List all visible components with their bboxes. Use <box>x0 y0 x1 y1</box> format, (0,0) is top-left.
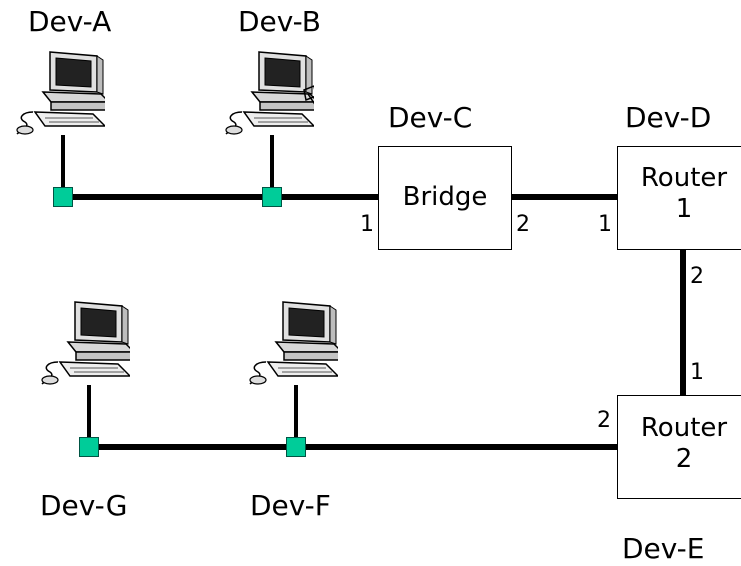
bridge-router1-wire <box>512 194 618 200</box>
bridge-port-1: 1 <box>360 212 374 237</box>
connector-node-dev-a <box>53 187 73 207</box>
connector-node-dev-b <box>262 187 282 207</box>
router-1-label-line2: 1 <box>675 194 693 225</box>
bridge-box <box>378 146 512 250</box>
device-label-dev-c: Dev-C <box>388 101 473 134</box>
device-label-dev-b: Dev-B <box>238 5 321 38</box>
device-label-dev-g: Dev-G <box>40 489 128 522</box>
dev-f-drop-wire <box>294 385 298 445</box>
bridge-label: Bridge <box>402 182 488 212</box>
lan-bottom-wire <box>88 444 618 450</box>
router-2-label: Router 2 <box>617 413 741 475</box>
lan-top-wire <box>62 194 378 200</box>
router-1-label-line1: Router <box>640 163 728 193</box>
dev-b-drop-wire <box>270 135 274 195</box>
device-label-dev-e: Dev-E <box>622 532 705 565</box>
connector-node-dev-g <box>79 437 99 457</box>
connector-node-dev-f <box>286 437 306 457</box>
dev-g-drop-wire <box>87 385 91 445</box>
router-1-label: Router 1 <box>617 163 741 225</box>
bridge-port-2: 2 <box>516 212 530 237</box>
desktop-computer-icon <box>41 301 130 385</box>
device-label-dev-a: Dev-A <box>28 5 112 38</box>
router-1-box <box>617 146 741 250</box>
desktop-computer-icon <box>16 51 105 135</box>
dev-a-drop-wire <box>61 135 65 195</box>
router-2-port-1: 1 <box>690 360 704 385</box>
router-2-port-2: 2 <box>597 408 611 433</box>
router-2-box <box>617 395 741 499</box>
router-1-port-1: 1 <box>598 212 612 237</box>
device-label-dev-f: Dev-F <box>250 489 331 522</box>
router-2-label-line2: 2 <box>675 444 693 475</box>
router-1-port-2: 2 <box>690 264 704 289</box>
router1-router2-wire <box>680 250 686 395</box>
desktop-computer-icon <box>249 301 338 385</box>
router-2-label-line1: Router <box>640 413 728 443</box>
device-label-dev-d: Dev-D <box>625 101 712 134</box>
desktop-computer-icon <box>225 51 314 135</box>
